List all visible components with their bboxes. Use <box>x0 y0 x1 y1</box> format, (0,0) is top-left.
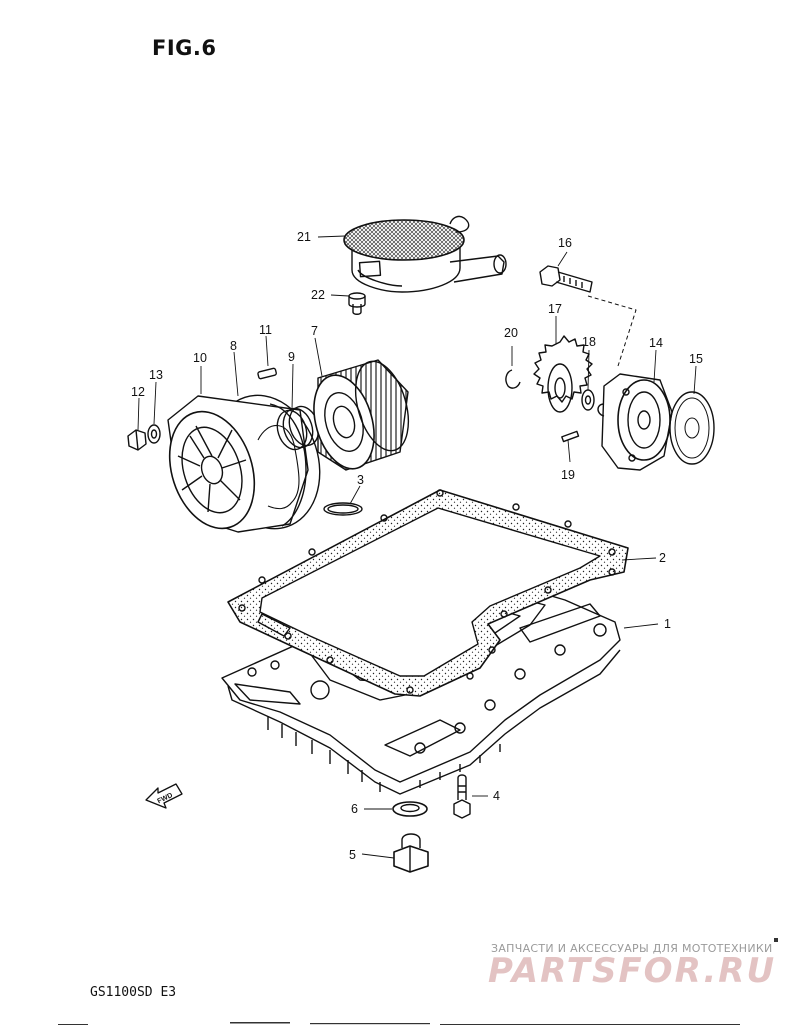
pump-gasket <box>669 391 715 465</box>
callout-12: 12 <box>131 385 145 399</box>
oil-pan-gasket <box>227 489 629 697</box>
oil-strainer <box>343 215 507 293</box>
figure-title: FIG.6 <box>152 36 217 60</box>
callout-19: 19 <box>561 468 575 482</box>
pin <box>257 367 277 380</box>
thrust-washer <box>581 389 595 411</box>
callout-22: 22 <box>311 288 325 302</box>
callout-9: 9 <box>288 350 295 364</box>
oil-filter-cover <box>167 394 321 533</box>
fwd-arrow-icon <box>145 783 183 809</box>
callout-10: 10 <box>193 351 207 365</box>
callout-7: 7 <box>311 324 318 338</box>
callout-18: 18 <box>582 335 596 349</box>
pump-bolt <box>539 265 593 293</box>
callout-16: 16 <box>558 236 572 250</box>
callout-21: 21 <box>297 230 311 244</box>
callout-1: 1 <box>664 617 671 631</box>
callout-3: 3 <box>357 473 364 487</box>
callout-15: 15 <box>689 352 703 366</box>
scan-marks <box>58 938 778 1025</box>
callout-8: 8 <box>230 339 237 353</box>
callout-5: 5 <box>349 848 356 862</box>
bolt <box>453 774 471 819</box>
callout-13: 13 <box>149 368 163 382</box>
o-ring-large <box>257 424 300 510</box>
watermark-tagline: ЗАПЧАСТИ И АКСЕССУАРЫ ДЛЯ МОТОТЕХНИКИ <box>491 942 773 955</box>
callout-2: 2 <box>659 551 666 565</box>
oil-pump <box>597 373 673 471</box>
screw-small <box>348 292 366 315</box>
oil-filter-element <box>313 359 410 471</box>
o-ring-small <box>323 502 363 516</box>
drain-washer <box>392 801 428 817</box>
callout-11: 11 <box>259 323 272 337</box>
callout-17: 17 <box>548 302 562 316</box>
drain-plug <box>393 833 429 873</box>
model-code: GS1100SD E3 <box>90 985 177 1000</box>
cap-nut <box>127 429 147 451</box>
callout-20: 20 <box>504 326 518 340</box>
callout-6: 6 <box>351 802 358 816</box>
drive-pin <box>561 430 580 443</box>
watermark-logo: PARTSFOR.RU <box>488 951 777 991</box>
washer-small <box>147 424 161 444</box>
callout-14: 14 <box>649 336 663 350</box>
leader-lines <box>137 235 697 859</box>
pump-sprocket <box>533 335 593 413</box>
assembly-line <box>587 295 637 367</box>
circlip <box>505 369 521 389</box>
callout-4: 4 <box>493 789 500 803</box>
